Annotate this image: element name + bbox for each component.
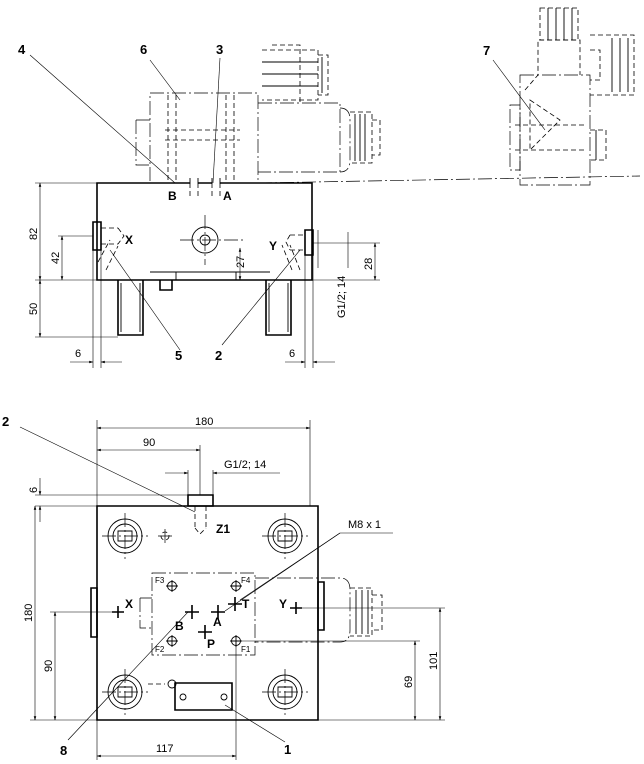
view7-body	[519, 74, 591, 186]
leader-8	[67, 611, 189, 741]
dim-42: 42	[50, 252, 62, 264]
thread-ext-top	[187, 470, 214, 495]
pilot-plug-y-right	[281, 229, 314, 271]
thread-m8: M8 x 1	[348, 519, 381, 531]
mounting-bolt-left	[117, 280, 144, 336]
callout-2-side: 2	[215, 348, 222, 363]
callout-3: 3	[216, 42, 223, 57]
dim-90-left: 90	[43, 660, 55, 672]
leader-7	[492, 59, 546, 131]
hole-f3	[166, 580, 178, 592]
nameplate-1	[148, 679, 233, 711]
leader-1	[224, 704, 286, 743]
port-label-a: A	[223, 189, 232, 203]
dim-117: 117	[156, 743, 174, 755]
top-port-label-b: B	[175, 619, 184, 633]
dim-ext-180-top	[96, 420, 311, 506]
view-7-end-projection: 7	[483, 7, 635, 186]
callout-7: 7	[483, 43, 490, 58]
callout-8: 8	[60, 743, 67, 758]
dim-6-top: 6	[28, 487, 40, 493]
side-view: B A X Y 4 6 3 5 2 82 42 50 27 28 G1/2; 1…	[18, 42, 641, 368]
dim-6-right: 6	[289, 348, 295, 360]
top-port-label-z1: Z1	[216, 522, 230, 536]
leader-3	[212, 57, 221, 184]
port-label-x: X	[125, 233, 133, 247]
solenoid-coil	[258, 102, 381, 173]
corner-bolt-bottom-left	[102, 669, 148, 715]
side-plug-x	[90, 587, 98, 638]
callout-4: 4	[18, 42, 26, 57]
leader-6	[149, 59, 181, 101]
dim-82: 82	[28, 228, 40, 240]
callout-6: 6	[140, 42, 147, 57]
top-port-label-p: P	[207, 637, 215, 651]
subplate-block	[96, 182, 313, 281]
top-label-f2: F2	[155, 645, 165, 654]
corner-bolt-top-right	[262, 513, 308, 559]
corner-bolt-bottom-right	[262, 669, 308, 715]
leader-5	[109, 249, 181, 351]
corner-bolt-top-left	[102, 513, 148, 559]
leader-2-side	[221, 249, 301, 346]
solenoid-connector-plug	[262, 44, 329, 104]
dim-27: 27	[235, 256, 247, 268]
leader-2-top	[19, 426, 196, 513]
hole-f4	[230, 580, 242, 592]
top-port-label-a: A	[213, 615, 222, 629]
dim-ext-117	[96, 641, 237, 760]
leader-4	[29, 54, 176, 184]
port-p-circle	[180, 215, 245, 265]
valve-footprint	[139, 572, 383, 656]
dim-ext-left	[35, 182, 118, 338]
dim-28: 28	[363, 258, 375, 270]
port-cross-p	[198, 625, 212, 639]
top-label-f4: F4	[241, 576, 251, 585]
port-cross-y	[290, 602, 302, 614]
dim-180-top: 180	[195, 416, 213, 428]
hole-f2	[166, 635, 178, 647]
valve-body-outline	[135, 92, 259, 184]
dim-69: 69	[403, 676, 415, 688]
port-z1-fitting	[158, 494, 214, 543]
dim-ext-6-top	[35, 494, 188, 507]
thread-g12-top: G1/2; 14	[224, 459, 266, 471]
top-port-label-x: X	[125, 597, 133, 611]
dim-90-top: 90	[143, 437, 155, 449]
mounting-bolt-right	[265, 280, 292, 336]
top-port-label-t: T	[242, 597, 250, 611]
top-port-label-y: Y	[279, 597, 287, 611]
dim-50: 50	[28, 303, 40, 315]
top-view: X Y T A B P Z1 F1 F2 F3 F4 180 90 G1/2; …	[2, 414, 445, 760]
callout-1: 1	[284, 742, 291, 757]
subplate-groove	[150, 271, 270, 280]
view7-connector	[539, 7, 579, 41]
dim-ext-6	[92, 250, 314, 368]
top-label-f3: F3	[155, 576, 165, 585]
port-label-b: B	[168, 189, 177, 203]
port-cross-x	[112, 606, 124, 618]
port-ab-holes	[189, 178, 221, 198]
center-stud	[159, 280, 173, 291]
dim-6-left: 6	[75, 348, 81, 360]
dim-101: 101	[428, 652, 440, 670]
projection-centerline	[257, 175, 641, 184]
port-label-y: Y	[269, 239, 277, 253]
dim-ext-right	[236, 607, 445, 721]
port-cross-b	[185, 605, 199, 619]
side-plug-y	[317, 581, 325, 631]
port-cross-a	[211, 605, 225, 619]
callout-2-top: 2	[2, 414, 9, 429]
thread-g12: G1/2; 14	[336, 276, 348, 318]
dim-ext-28	[312, 242, 380, 281]
callout-5: 5	[175, 348, 182, 363]
dim-180-left: 180	[23, 604, 35, 622]
top-label-f1: F1	[241, 645, 251, 654]
m8-leader-b	[239, 532, 341, 601]
